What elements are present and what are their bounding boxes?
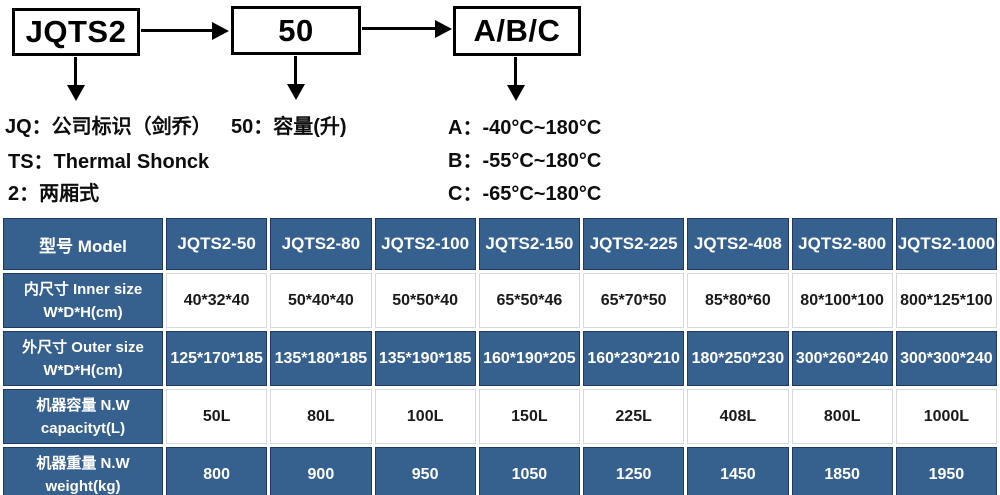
arrow-line-50-to-abc (362, 27, 436, 30)
cell-inner-size: 65*70*50 (583, 273, 685, 328)
cell-outer-size: 160*230*210 (583, 331, 685, 386)
note-ts-thermal-shock: TS：Thermal Shonck (8, 151, 210, 173)
cell-weight: 1850 (791, 447, 893, 495)
header-model-col: JQTS2-150 (478, 218, 580, 270)
cell-capacity: 408L (687, 389, 789, 444)
arrow-line-down-abc (514, 57, 517, 86)
cell-inner-size: 80*100*100 (791, 273, 893, 328)
cell-weight: 1050 (478, 447, 580, 495)
header-model: 型号 Model (3, 218, 163, 270)
cell-weight: 1450 (687, 447, 789, 495)
model-code-box-jqts2: JQTS2 (12, 8, 140, 56)
cell-capacity: 100L (374, 389, 476, 444)
note-grade-a-range: A：-40°C~180°C (448, 117, 602, 139)
table-row-weight: 机器重量 N.W weight(kg) 800 900 950 1050 125… (3, 447, 997, 495)
row-label-zh: 内尺寸 Inner size (23, 280, 143, 298)
row-label-inner-size: 内尺寸 Inner size W*D*H(cm) (3, 273, 163, 328)
cell-weight: 800 (166, 447, 268, 495)
cell-inner-size: 800*125*100 (895, 273, 997, 328)
cell-inner-size: 65*50*46 (478, 273, 580, 328)
arrowhead-down-icon (67, 85, 85, 101)
row-label-en: W*D*H(cm) (43, 303, 123, 321)
arrowhead-right-icon (435, 20, 452, 38)
cell-outer-size: 135*190*185 (374, 331, 476, 386)
cell-outer-size: 160*190*205 (478, 331, 580, 386)
arrowhead-right-icon (212, 22, 229, 40)
cell-outer-size: 135*180*185 (270, 331, 372, 386)
cell-outer-size: 300*300*240 (895, 331, 997, 386)
model-code-box-temp-grade: A/B/C (453, 6, 581, 56)
arrowhead-down-icon (507, 85, 525, 101)
arrow-line-down-50 (294, 56, 297, 85)
cell-inner-size: 50*40*40 (270, 273, 372, 328)
note-jq-brand: JQ：公司标识（剑乔） (5, 116, 212, 138)
row-label-zh: 机器容量 N.W (36, 396, 130, 414)
arrow-line-down-jqts2 (74, 57, 77, 86)
cell-capacity: 1000L (895, 389, 997, 444)
cell-capacity: 225L (583, 389, 685, 444)
row-label-zh: 外尺寸 Outer size (22, 338, 144, 356)
row-label-zh: 机器重量 N.W (36, 454, 130, 472)
cell-inner-size: 85*80*60 (687, 273, 789, 328)
cell-outer-size: 300*260*240 (791, 331, 893, 386)
cell-capacity: 80L (270, 389, 372, 444)
header-model-col: JQTS2-80 (270, 218, 372, 270)
note-2-two-zone: 2：两厢式 (8, 183, 100, 205)
header-model-col: JQTS2-100 (374, 218, 476, 270)
spec-table: 型号 Model JQTS2-50 JQTS2-80 JQTS2-100 JQT… (0, 215, 1000, 495)
cell-outer-size: 180*250*230 (687, 331, 789, 386)
row-label-outer-size: 外尺寸 Outer size W*D*H(cm) (3, 331, 163, 386)
arrow-line-jqts2-to-50 (141, 29, 213, 32)
row-label-capacity: 机器容量 N.W capacityt(L) (3, 389, 163, 444)
cell-capacity: 50L (166, 389, 268, 444)
table-row-inner-size: 内尺寸 Inner size W*D*H(cm) 40*32*40 50*40*… (3, 273, 997, 328)
note-grade-b-range: B：-55°C~180°C (448, 150, 602, 172)
header-model-col: JQTS2-50 (166, 218, 268, 270)
table-row-outer-size: 外尺寸 Outer size W*D*H(cm) 125*170*185 135… (3, 331, 997, 386)
cell-inner-size: 40*32*40 (166, 273, 268, 328)
header-model-col: JQTS2-225 (583, 218, 685, 270)
cell-weight: 1950 (895, 447, 997, 495)
model-code-box-capacity: 50 (231, 6, 361, 55)
header-model-col: JQTS2-800 (791, 218, 893, 270)
cell-outer-size: 125*170*185 (166, 331, 268, 386)
header-model-col: JQTS2-408 (687, 218, 789, 270)
row-label-weight: 机器重量 N.W weight(kg) (3, 447, 163, 495)
cell-capacity: 150L (478, 389, 580, 444)
header-model-col: JQTS2-1000 (895, 218, 997, 270)
cell-inner-size: 50*50*40 (374, 273, 476, 328)
row-label-en: W*D*H(cm) (43, 361, 123, 379)
arrowhead-down-icon (287, 84, 305, 100)
note-grade-c-range: C：-65°C~180°C (448, 183, 602, 205)
cell-capacity: 800L (791, 389, 893, 444)
table-row-capacity: 机器容量 N.W capacityt(L) 50L 80L 100L 150L … (3, 389, 997, 444)
cell-weight: 900 (270, 447, 372, 495)
row-label-en: weight(kg) (45, 477, 121, 495)
table-header-row: 型号 Model JQTS2-50 JQTS2-80 JQTS2-100 JQT… (3, 218, 997, 270)
row-label-en: capacityt(L) (40, 419, 126, 437)
cell-weight: 950 (374, 447, 476, 495)
note-50-capacity: 50：容量(升) (231, 116, 347, 138)
cell-weight: 1250 (583, 447, 685, 495)
